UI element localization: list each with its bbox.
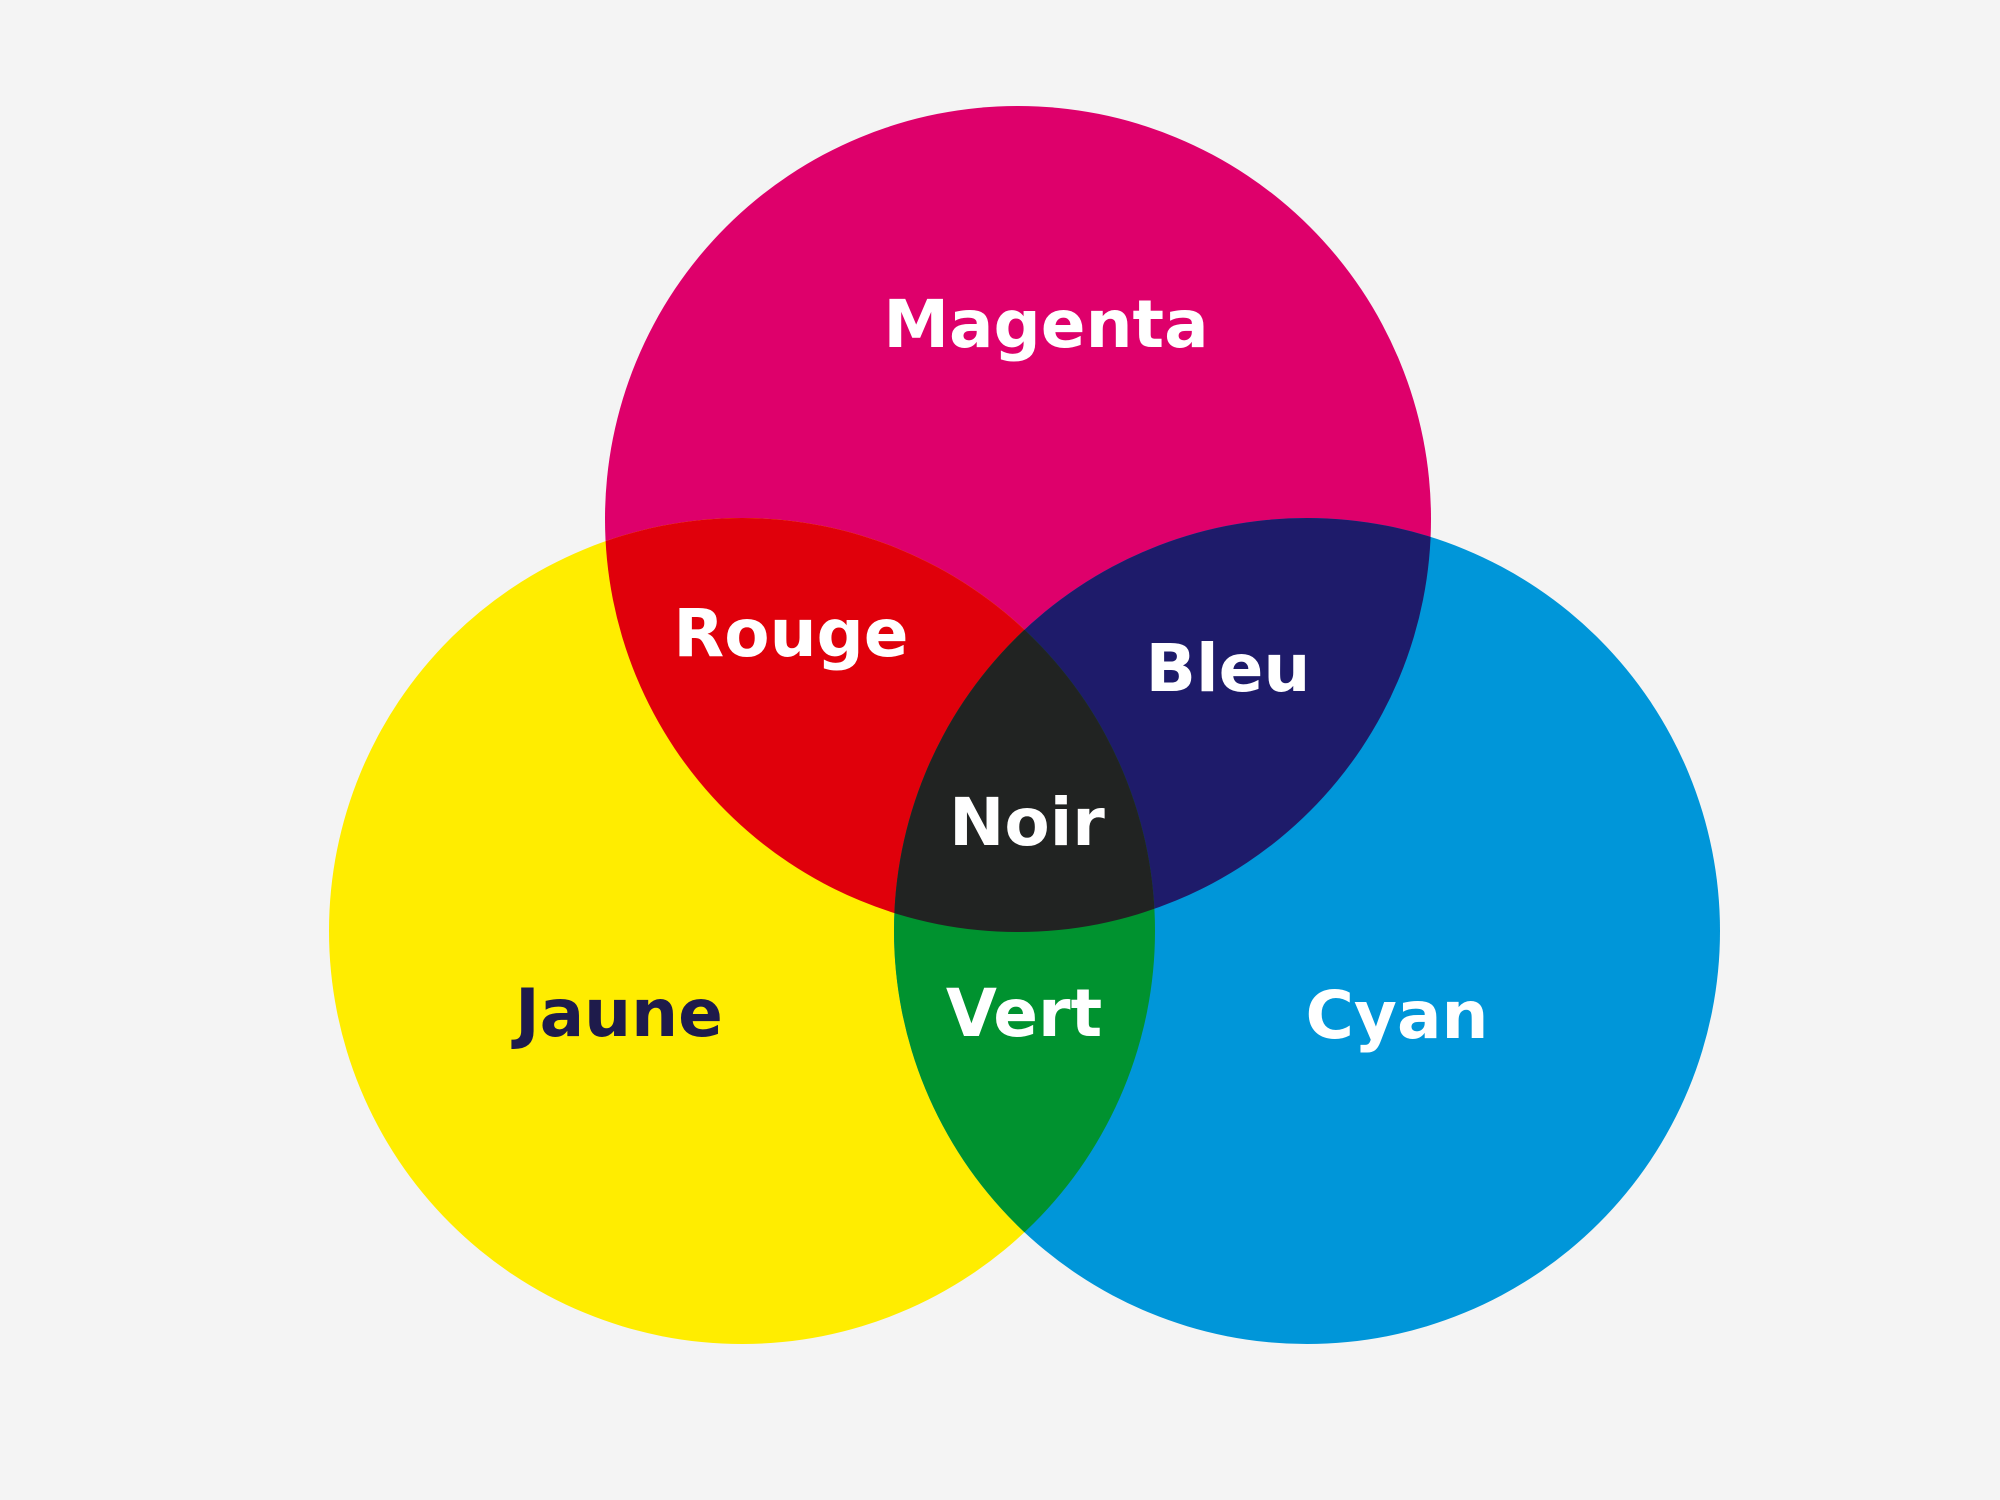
label-magenta: Magenta <box>883 286 1208 363</box>
label-green: Vert <box>946 975 1102 1052</box>
label-red: Rouge <box>673 595 908 672</box>
label-yellow: Jaune <box>511 975 723 1052</box>
label-blue: Bleu <box>1146 630 1311 707</box>
label-black: Noir <box>949 784 1105 861</box>
label-cyan: Cyan <box>1306 977 1489 1054</box>
